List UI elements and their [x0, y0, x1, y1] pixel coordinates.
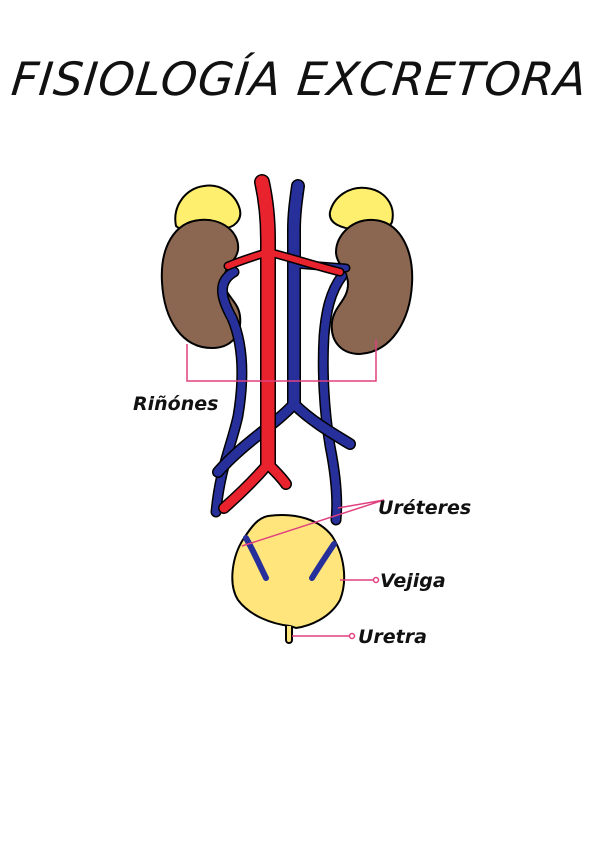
- ureter-right: [319, 272, 346, 524]
- urethra: [285, 626, 293, 644]
- label-ureters: Uréteres: [378, 497, 471, 519]
- kidneys-leader-line: [186, 340, 377, 382]
- bladder-leader-dot: [372, 576, 380, 584]
- label-bladder: Vejiga: [380, 570, 446, 592]
- renal-artery-right: [265, 249, 343, 275]
- urethra-leader-dot: [348, 632, 356, 640]
- renal-artery-left: [225, 249, 271, 269]
- iliac-vein-left: [213, 399, 299, 477]
- label-urethra: Uretra: [358, 626, 427, 648]
- label-kidneys: Riñónes: [133, 393, 218, 415]
- ureters-leader-line: [241, 499, 385, 547]
- bladder: [231, 514, 346, 630]
- iliac-artery-left: [219, 459, 273, 513]
- iliac-artery-right: [263, 459, 291, 489]
- kidney-right: [330, 218, 414, 356]
- vena-cava: [288, 180, 304, 410]
- aorta: [255, 175, 275, 471]
- iliac-vein-right: [289, 399, 355, 449]
